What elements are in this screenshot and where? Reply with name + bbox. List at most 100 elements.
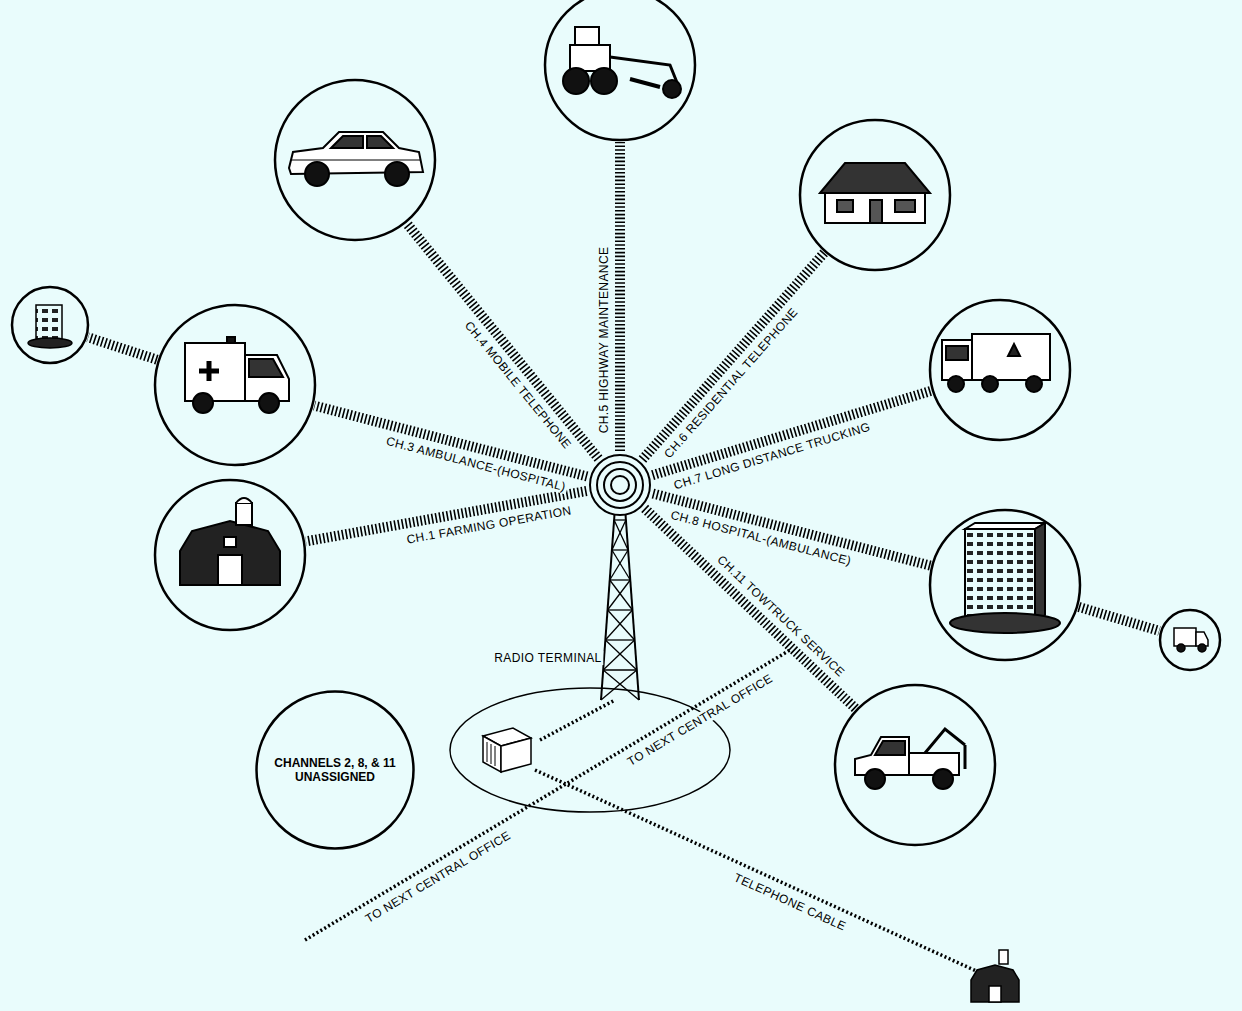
- towtruck-icon: [855, 729, 965, 789]
- building-icon: [28, 305, 72, 348]
- ambulance-icon: [259, 393, 279, 413]
- diagram-label: RADIO TERMINAL: [492, 651, 603, 665]
- truck-icon: [942, 334, 1050, 392]
- terminal-hut: [483, 728, 531, 772]
- ambulance-icon: [1177, 644, 1185, 652]
- diagram-label: TO NEXT CENTRAL OFFICE: [623, 670, 777, 770]
- channel-label: CH.7 LONG DISTANCE TRUCKING: [670, 419, 874, 493]
- barn-icon: [224, 537, 236, 547]
- antenna-rings: [590, 455, 650, 515]
- radio-tower: [612, 520, 626, 550]
- hospital-icon: [950, 613, 1060, 633]
- towtruck-icon: [875, 741, 905, 755]
- grader-icon: [591, 68, 617, 94]
- picture-circle: [1160, 610, 1220, 670]
- radio-tower: [610, 579, 631, 580]
- terminal-hut: [501, 738, 531, 772]
- channel-label: CH.8 HOSPITAL-(AMBULANCE): [668, 508, 855, 569]
- ambulance-icon: [199, 361, 219, 381]
- radio-tower: [603, 669, 637, 670]
- radio-tower: [614, 519, 626, 520]
- radio-ray: [407, 224, 599, 459]
- towtruck-icon: [909, 753, 959, 775]
- building-icon: [36, 305, 62, 341]
- radio-tower: [614, 520, 628, 550]
- car-icon: [289, 132, 423, 186]
- truck-icon: [1008, 344, 1020, 356]
- antenna-rings: [590, 455, 650, 515]
- radio-tower: [605, 610, 632, 640]
- truck-icon: [1026, 376, 1042, 392]
- barn-icon: [989, 986, 1001, 1002]
- truck-icon: [982, 376, 998, 392]
- barn-icon: [180, 498, 280, 585]
- picture-circle: [835, 685, 995, 845]
- picture-circle: [12, 287, 88, 363]
- car-icon: [291, 160, 421, 161]
- radio-ray: [645, 508, 856, 708]
- house-icon: [837, 200, 853, 212]
- picture-circle: [155, 305, 315, 465]
- node-text: CHANNELS 2, 8, & 11 UNASSIGNED: [268, 756, 403, 784]
- radio-ray: [653, 494, 931, 566]
- grader-icon: [663, 80, 681, 98]
- radio-tower: [610, 550, 628, 580]
- unassigned-circle: CHANNELS 2, 8, & 11 UNASSIGNED: [255, 690, 415, 850]
- antenna-rings: [611, 476, 629, 494]
- ambulance-icon: [249, 359, 283, 377]
- barn-icon: [971, 965, 1019, 1002]
- barn-icon: [218, 555, 242, 585]
- ambulance-icon: [1174, 628, 1208, 652]
- picture-circle: [800, 120, 950, 270]
- grader-icon: [575, 27, 599, 45]
- radio-tower: [608, 580, 631, 610]
- grader-icon: [563, 68, 589, 94]
- circle-outline: [257, 692, 414, 849]
- house-icon: [870, 200, 882, 223]
- hospital-icon: [965, 529, 1035, 621]
- building-icon: [28, 338, 72, 348]
- antenna-rings: [597, 462, 643, 508]
- car-icon: [305, 162, 329, 186]
- barn-icon: [999, 950, 1008, 964]
- picture-circle: [930, 510, 1080, 660]
- antenna-rings: [604, 469, 636, 501]
- radio-tower: [610, 580, 633, 610]
- ambulance-icon: [185, 337, 289, 413]
- grader-icon: [563, 27, 681, 98]
- grader-icon: [630, 79, 660, 87]
- truck-icon: [942, 340, 972, 380]
- picture-circle: [12, 0, 1220, 845]
- terminal-hut: [487, 742, 495, 766]
- house-icon: [820, 163, 930, 223]
- picture-circle: [930, 300, 1070, 440]
- ambulance-icon: [1174, 628, 1196, 646]
- truck-icon: [946, 346, 968, 360]
- truck-icon: [972, 334, 1050, 380]
- towtruck-icon: [933, 769, 953, 789]
- channel-label: CH.5 HIGHWAY MAINTENANCE: [597, 244, 611, 435]
- channel-label: CH.3 AMBULANCE-(HOSPITAL): [383, 434, 570, 495]
- diagram-label: TELEPHONE CABLE: [730, 869, 850, 934]
- channel-label: CH.11 TOWTRUCK SERVICE: [713, 551, 849, 681]
- terminal-hut: [483, 736, 501, 772]
- radio-ray: [88, 337, 157, 359]
- radio-ray: [642, 253, 824, 460]
- picture-circle: [545, 0, 695, 140]
- channel-label: CH.1 FARMING OPERATION: [404, 503, 575, 547]
- radio-ray: [1079, 607, 1160, 631]
- barn-icon: [971, 950, 1019, 1002]
- radio-tower: [605, 639, 634, 640]
- truck-icon: [948, 376, 964, 392]
- diagram-label: TO NEXT CENTRAL OFFICE: [361, 827, 515, 927]
- hospital-icon: [1035, 523, 1045, 621]
- car-icon: [331, 136, 393, 148]
- radio-tower: [608, 609, 633, 610]
- radio-tower: [605, 640, 636, 670]
- ambulance-icon: [193, 393, 213, 413]
- ambulance-icon: [185, 343, 245, 401]
- barn-icon: [236, 498, 252, 503]
- cable-line: [540, 700, 615, 740]
- picture-circle: [275, 80, 435, 240]
